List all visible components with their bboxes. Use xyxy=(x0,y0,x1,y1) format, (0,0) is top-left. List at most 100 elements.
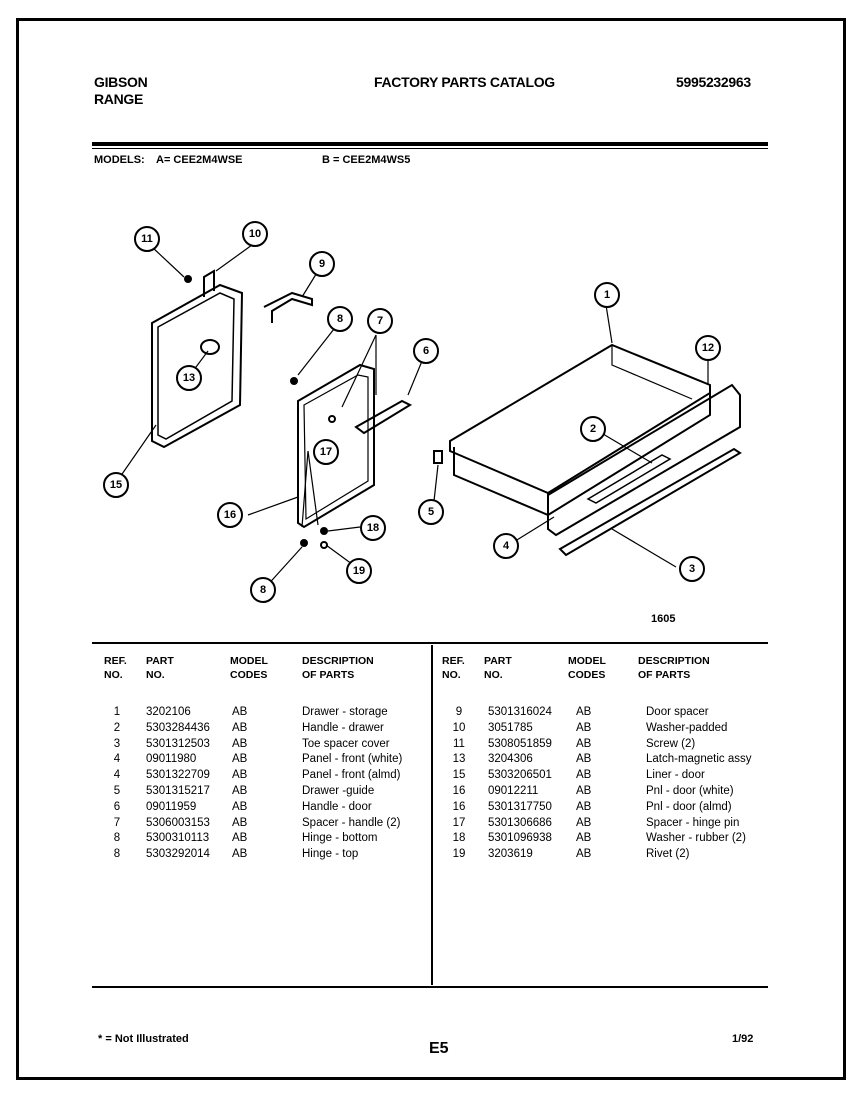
part-code: AB xyxy=(576,737,592,750)
part-code: AB xyxy=(576,706,592,718)
part-ref: 15 xyxy=(452,769,466,782)
part-ref: 10 xyxy=(452,721,466,734)
part-ref: 1 xyxy=(113,706,121,718)
part-ref: 5 xyxy=(113,785,121,797)
part-code: AB xyxy=(232,832,248,845)
callout-3: 3 xyxy=(679,556,705,582)
part-ref: 2 xyxy=(113,721,121,734)
part-code: AB xyxy=(232,721,248,734)
part-code: AB xyxy=(576,721,592,734)
part-code: AB xyxy=(232,737,248,750)
part-desc: Latch-magnetic assy xyxy=(646,753,752,766)
drawer-front-drawing xyxy=(547,383,741,537)
door-liner-drawing xyxy=(151,269,244,449)
part-code: AB xyxy=(232,800,248,813)
part-code: AB xyxy=(232,785,248,797)
part-desc: Panel - front (white) xyxy=(302,753,403,766)
part-code: AB xyxy=(576,769,592,782)
callout-13: 13 xyxy=(176,365,202,391)
part-part: 09011959 xyxy=(146,800,197,813)
footnote: * = Not Illustrated xyxy=(98,1033,189,1045)
part-code: AB xyxy=(576,753,592,766)
callout-8: 8 xyxy=(327,306,353,332)
part-part: 5303292014 xyxy=(146,848,210,861)
part-ref: 18 xyxy=(452,832,466,845)
catalog-title: FACTORY PARTS CATALOG xyxy=(374,74,555,90)
page-number: E5 xyxy=(429,1040,449,1057)
part-part: 5301316024 xyxy=(488,706,552,718)
part-desc: Liner - door xyxy=(646,769,705,782)
part-part: 5301322709 xyxy=(146,769,210,782)
callout-1: 1 xyxy=(594,282,620,308)
part-desc: Drawer - storage xyxy=(302,706,388,718)
part-part: 5306003153 xyxy=(146,816,210,829)
part-ref: 19 xyxy=(452,848,466,861)
toe-spacer-drawing xyxy=(558,447,742,557)
callout-6: 6 xyxy=(413,338,439,364)
part-desc: Hinge - top xyxy=(302,848,359,861)
part-part: 5301312503 xyxy=(146,737,210,750)
part-ref: 4 xyxy=(113,769,121,782)
part-desc: Panel - front (almd) xyxy=(302,769,401,782)
model-b: B = CEE2M4WS5 xyxy=(322,154,411,166)
callout-19: 19 xyxy=(346,558,372,584)
brand: GIBSON RANGE xyxy=(94,74,148,108)
part-ref: 8 xyxy=(113,832,121,845)
part-part: 5301317750 xyxy=(488,800,552,813)
header-rule-thin xyxy=(92,148,768,149)
part-ref: 8 xyxy=(113,848,121,861)
door-panel-drawing xyxy=(297,363,375,529)
part-desc: Washer - rubber (2) xyxy=(646,832,746,845)
part-ref: 13 xyxy=(452,753,466,766)
callout-4: 4 xyxy=(493,533,519,559)
part-desc: Washer-padded xyxy=(646,721,728,734)
table-column-divider xyxy=(431,645,433,985)
callout-17: 17 xyxy=(313,439,339,465)
catalog-number: 5995232963 xyxy=(676,74,751,90)
table-bottom-rule xyxy=(92,986,768,988)
part-code: AB xyxy=(232,753,248,766)
part-code: AB xyxy=(576,816,592,829)
part-ref: 3 xyxy=(113,737,121,750)
page-border xyxy=(16,18,846,1080)
callout-5: 5 xyxy=(418,499,444,525)
part-part: 09011980 xyxy=(146,753,197,766)
part-code: AB xyxy=(232,769,248,782)
drawer-drawing xyxy=(449,343,711,517)
part-code: AB xyxy=(576,832,592,845)
model-a: A= CEE2M4WSE xyxy=(156,154,243,166)
part-desc: Drawer -guide xyxy=(302,785,375,797)
part-ref: 11 xyxy=(453,737,465,750)
part-ref: 9 xyxy=(455,706,463,718)
callout-9: 9 xyxy=(309,251,335,277)
callout-15: 15 xyxy=(103,472,129,498)
part-part: 5301096938 xyxy=(488,832,552,845)
part-code: AB xyxy=(576,848,592,861)
part-part: 3051785 xyxy=(488,721,533,734)
header-rule xyxy=(92,142,768,146)
part-desc: Spacer - hinge pin xyxy=(646,816,740,829)
part-ref: 16 xyxy=(452,785,466,797)
part-ref: 6 xyxy=(113,800,121,813)
part-code: AB xyxy=(232,816,248,829)
part-desc: Screw (2) xyxy=(646,737,696,750)
door-spacer-drawing xyxy=(263,291,313,323)
part-code: AB xyxy=(576,785,592,797)
callout-7: 7 xyxy=(367,308,393,334)
part-code: AB xyxy=(576,800,592,813)
models-label: MODELS: xyxy=(94,154,145,166)
part-part: 5301315217 xyxy=(146,785,210,797)
brand-line-2: RANGE xyxy=(94,91,144,107)
callout-12: 12 xyxy=(695,335,721,361)
exploded-parts-diagram xyxy=(119,244,742,590)
part-desc: Spacer - handle (2) xyxy=(302,816,401,829)
part-desc: Handle - door xyxy=(302,800,372,813)
part-desc: Pnl - door (white) xyxy=(646,785,734,797)
part-part: 5301306686 xyxy=(488,816,552,829)
